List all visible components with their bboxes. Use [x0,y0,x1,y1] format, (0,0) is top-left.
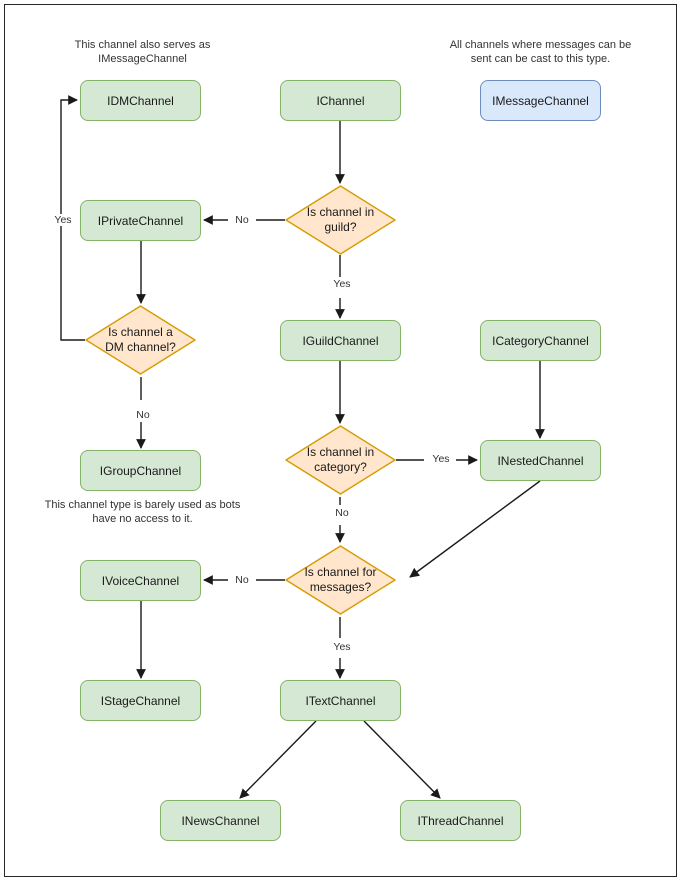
decision-messages-line1: Is channel for [304,565,377,579]
diamond-shape-dm [85,305,196,375]
decision-is-channel-for-messages[interactable]: Is channel for messages? [285,545,396,615]
edge-label-guild-yes: Yes [327,278,357,290]
decision-category-line1: Is channel in [306,445,375,459]
node-ithreadchannel[interactable]: IThreadChannel [400,800,521,841]
diamond-shape-messages [285,545,396,615]
diamond-shape-category [285,425,396,495]
note-group-channel: This channel type is barely used as bots… [44,499,241,525]
decision-messages-label: Is channel for messages? [285,565,396,595]
decision-guild-line1: Is channel in [306,205,375,219]
decision-guild-label: Is channel in guild? [285,205,396,235]
note-message-channel: All channels where messages can be sent … [449,39,632,65]
edge-label-dm-no: No [129,409,157,421]
node-ichannel[interactable]: IChannel [280,80,401,121]
edge-label-messages-yes: Yes [327,641,357,653]
decision-dm-label: Is channel a DM channel? [85,325,196,355]
decision-dm-line1: Is channel a [108,325,173,339]
decision-category-label: Is channel in category? [285,445,396,475]
edge-label-guild-no: No [228,214,256,226]
node-istagechannel[interactable]: IStageChannel [80,680,201,721]
edge-label-messages-no: No [228,574,256,586]
decision-dm-line2: DM channel? [105,340,176,354]
node-itextchannel[interactable]: ITextChannel [280,680,401,721]
node-idmchannel[interactable]: IDMChannel [80,80,201,121]
node-inestedchannel[interactable]: INestedChannel [480,440,601,481]
decision-messages-line2: messages? [309,580,372,594]
edge-label-category-no: No [328,507,356,519]
decision-is-channel-a-dm-channel[interactable]: Is channel a DM channel? [85,305,196,375]
node-igroupchannel[interactable]: IGroupChannel [80,450,201,491]
diamond-shape-guild [285,185,396,255]
decision-is-channel-in-category[interactable]: Is channel in category? [285,425,396,495]
edge-label-category-yes: Yes [426,453,456,465]
node-icategorychannel[interactable]: ICategoryChannel [480,320,601,361]
decision-guild-line2: guild? [324,220,357,234]
node-ivoicechannel[interactable]: IVoiceChannel [80,560,201,601]
node-imessagechannel[interactable]: IMessageChannel [480,80,601,121]
note-dm-channel: This channel also serves as IMessageChan… [74,39,211,65]
node-inewschannel[interactable]: INewsChannel [160,800,281,841]
edge-label-dm-yes: Yes [48,214,78,226]
node-iprivatechannel[interactable]: IPrivateChannel [80,200,201,241]
decision-is-channel-in-guild[interactable]: Is channel in guild? [285,185,396,255]
decision-category-line2: category? [314,460,367,474]
node-iguildchannel[interactable]: IGuildChannel [280,320,401,361]
